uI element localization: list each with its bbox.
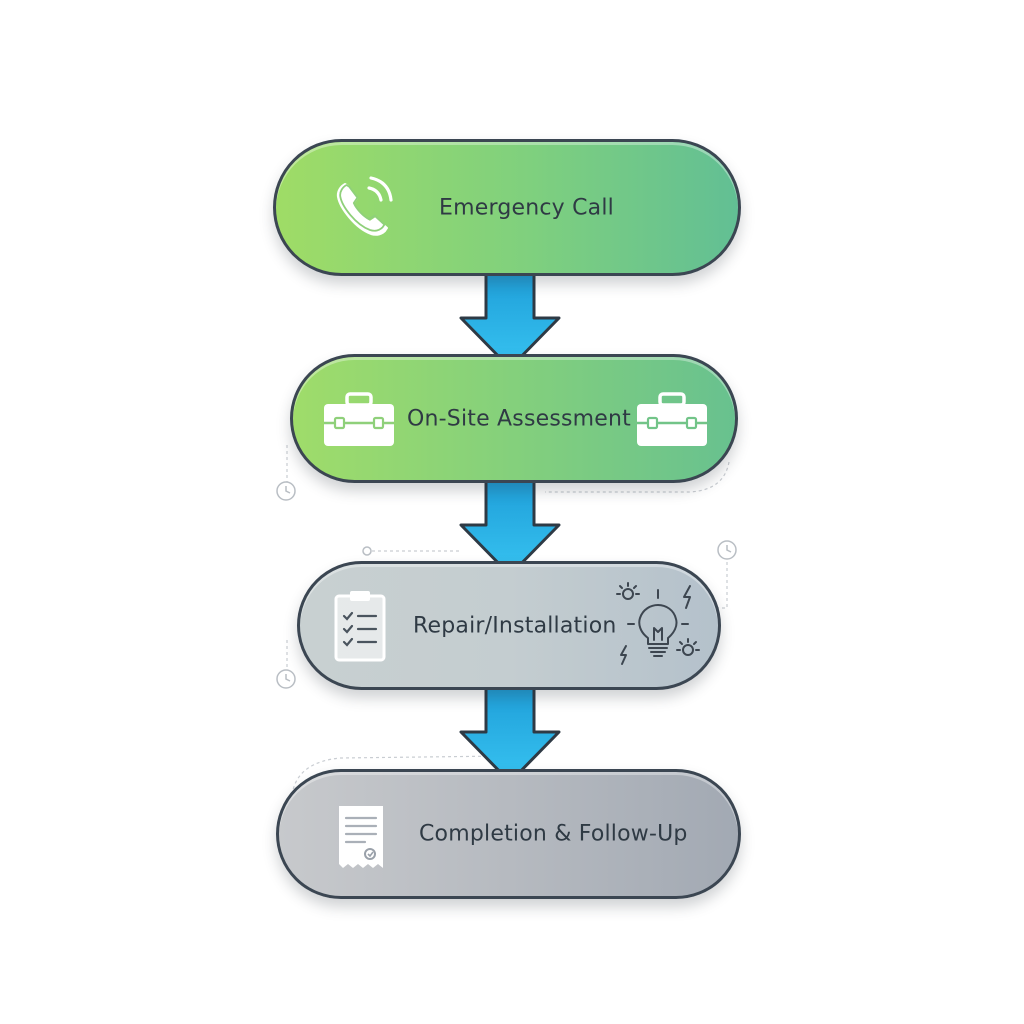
step-on-site-assessment: On-Site Assessment [290, 354, 738, 483]
phone-icon [331, 174, 401, 244]
step-label: Completion & Follow-Up [419, 821, 688, 847]
toolbox-icon [321, 391, 397, 449]
clock-icon [276, 481, 737, 689]
step-emergency-call: Emergency Call [273, 139, 741, 276]
flow-arrow-3 [458, 686, 562, 786]
step-label: On-Site Assessment [407, 406, 631, 431]
flow-arrow-2 [458, 479, 562, 579]
step-completion-follow-up: Completion & Follow-Up [276, 769, 741, 899]
toolbox-icon [634, 391, 710, 449]
step-label: Emergency Call [439, 195, 614, 220]
step-label: Repair/Installation [413, 613, 617, 638]
checklist-icon [332, 588, 388, 664]
step-repair-installation: Repair/Installation [297, 561, 721, 690]
lightbulb-icon [610, 578, 710, 674]
receipt-icon [335, 802, 387, 874]
flow-arrow-1 [458, 272, 562, 372]
